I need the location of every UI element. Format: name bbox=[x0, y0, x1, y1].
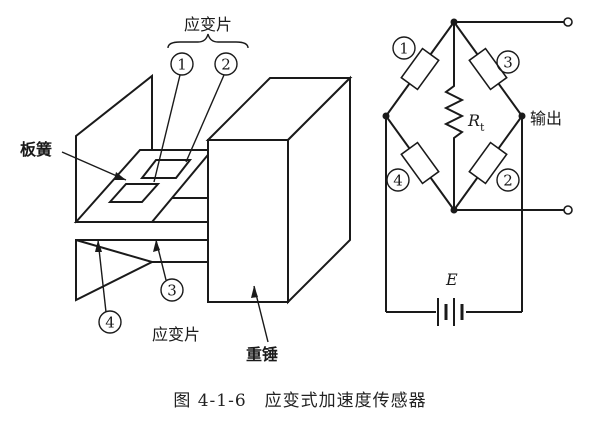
bridge-resistor-3 bbox=[468, 47, 508, 91]
gauge-bracket bbox=[167, 33, 249, 49]
spring-plate-label: 板簧 bbox=[20, 140, 52, 159]
gauge-4-number: 4 bbox=[105, 314, 115, 332]
figure-caption: 图 4-1-6 应变式加速度传感器 bbox=[173, 391, 426, 411]
strain-gauge-2 bbox=[139, 159, 193, 179]
weight-front bbox=[207, 139, 289, 303]
gauge-3-marker bbox=[160, 278, 184, 302]
mechanical-drawing: 1 2 应变片 板簧 3 4 应变片 重锤 bbox=[20, 15, 353, 364]
gauge-1-marker bbox=[170, 52, 194, 76]
output-terminal-bottom bbox=[563, 205, 573, 215]
battery-label: E bbox=[445, 270, 458, 289]
rt-subscript: t bbox=[480, 121, 485, 134]
bridge-circuit: 1 3 4 2 R t 输出 E bbox=[382, 17, 573, 326]
gauge-3-number: 3 bbox=[167, 282, 177, 300]
gauge-label-bottom: 应变片 bbox=[152, 325, 200, 344]
bridge-number-3: 3 bbox=[503, 54, 513, 72]
bridge-resistor-1 bbox=[400, 47, 440, 91]
thermistor-rt bbox=[443, 22, 465, 210]
strain-gauge-1 bbox=[107, 183, 161, 203]
output-label: 输出 bbox=[530, 109, 562, 128]
gauge-2-number: 2 bbox=[221, 56, 231, 74]
rt-label: R bbox=[467, 111, 480, 130]
output-terminal-top bbox=[563, 17, 573, 27]
weight-label: 重锤 bbox=[246, 345, 278, 364]
battery-symbol bbox=[437, 298, 464, 326]
bridge-number-2: 2 bbox=[503, 172, 513, 190]
gauge-label-top: 应变片 bbox=[184, 15, 232, 34]
weight-side bbox=[287, 75, 351, 305]
bridge-resistor-2 bbox=[468, 141, 508, 185]
bridge-resistor-4 bbox=[400, 141, 440, 185]
gauge-1-number: 1 bbox=[177, 56, 187, 74]
bridge-number-1: 1 bbox=[399, 40, 409, 58]
gauge-2-marker bbox=[214, 52, 238, 76]
gauge-4-marker bbox=[98, 310, 122, 334]
bridge-number-4: 4 bbox=[393, 172, 403, 190]
